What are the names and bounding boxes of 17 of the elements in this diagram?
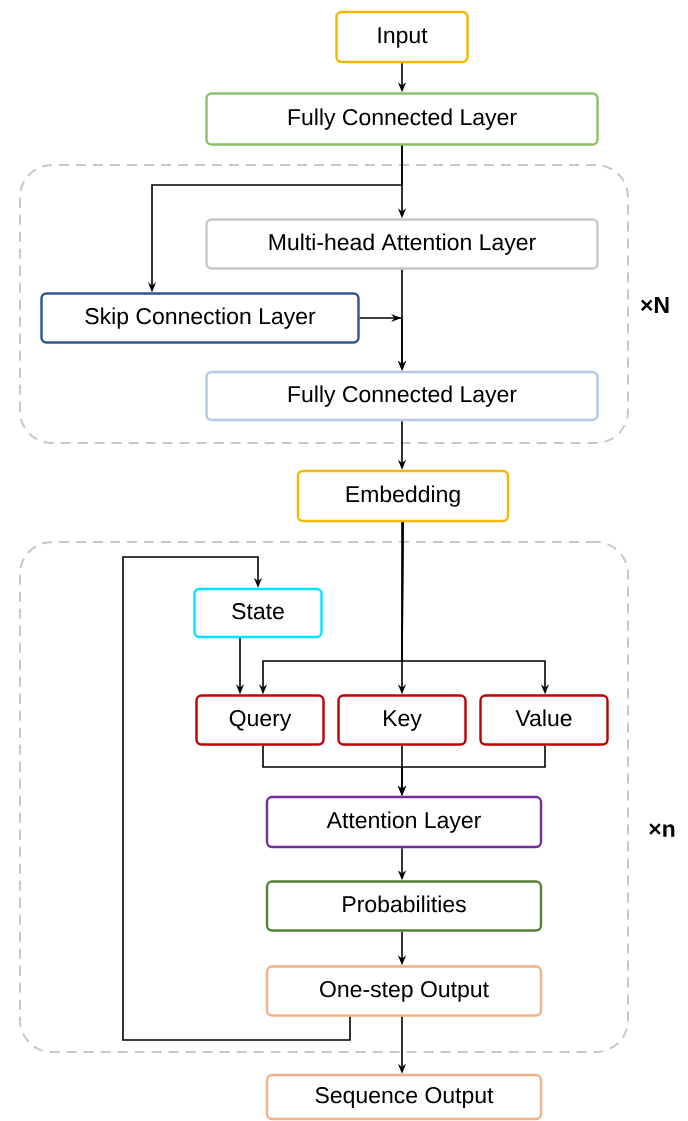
layer-box: Fully Connected Layer bbox=[205, 92, 599, 146]
node-label: ×n bbox=[649, 823, 675, 837]
state-box: State bbox=[193, 587, 323, 639]
layer-box: Attention Layer bbox=[265, 795, 543, 849]
layer-box: Multi-head Attention Layer bbox=[205, 218, 599, 270]
output-box: One-step Output bbox=[265, 965, 543, 1017]
node-label: ×N bbox=[640, 297, 669, 313]
layer-box: Skip Connection Layer bbox=[40, 292, 360, 344]
probabilities-box: Probabilities bbox=[265, 880, 543, 932]
key-box: Key bbox=[337, 694, 467, 746]
output-box: Sequence Output bbox=[265, 1073, 543, 1121]
arrow bbox=[122, 556, 351, 1041]
input-box: Input bbox=[335, 10, 469, 64]
value-box: Value bbox=[479, 694, 609, 746]
query-box: Query bbox=[195, 694, 325, 746]
embedding-box: Embedding bbox=[296, 469, 510, 523]
layer-box: Fully Connected Layer bbox=[205, 370, 599, 422]
